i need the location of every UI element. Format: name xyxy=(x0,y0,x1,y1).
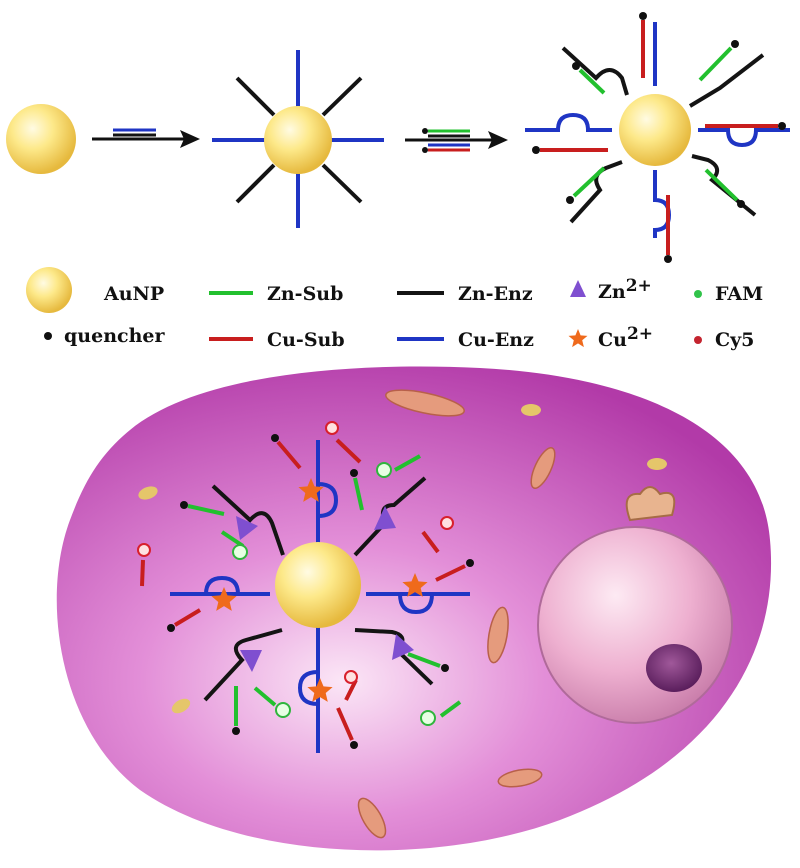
legend-zn-sub: Zn-Sub xyxy=(209,283,343,305)
legend-cu-enz: Cu-Enz xyxy=(397,329,534,351)
vesicles xyxy=(138,404,667,714)
legend-zn-enz-label: Zn-Enz xyxy=(458,283,533,305)
legend-quencher-label: quencher xyxy=(64,325,165,347)
legend: AuNP quencher Zn-Sub Cu-Sub Zn-Enz Cu-En… xyxy=(26,267,763,351)
cu-ions xyxy=(211,478,428,702)
cell-illustration xyxy=(56,366,772,851)
legend-cy5: Cy5 xyxy=(694,329,754,351)
legend-zn-enz: Zn-Enz xyxy=(397,283,533,305)
legend-cu-ion-label: Cu xyxy=(598,329,627,351)
legend-cu-enz-label: Cu-Enz xyxy=(458,329,534,351)
arrow-step-2 xyxy=(405,128,508,153)
fluorescence-bursts xyxy=(137,421,454,726)
synthesis-scheme xyxy=(6,12,790,263)
aunp-bare xyxy=(6,104,76,174)
aunp-with-enzymes xyxy=(212,50,384,228)
legend-zn-ion-label: Zn xyxy=(598,281,626,303)
intracellular-nanoprobe xyxy=(137,421,474,753)
legend-cy5-label: Cy5 xyxy=(715,329,754,351)
legend-cu-sub-label: Cu-Sub xyxy=(267,329,345,351)
legend-zn-sub-label: Zn-Sub xyxy=(267,283,343,305)
zn-ions xyxy=(236,506,414,672)
mitochondria xyxy=(357,389,556,839)
nucleus xyxy=(537,486,733,724)
legend-zn-ion: Zn2+ xyxy=(570,276,652,303)
arrow-step-1 xyxy=(92,128,200,148)
legend-aunp-label: AuNP xyxy=(103,283,164,305)
legend-quencher: quencher xyxy=(44,325,165,347)
legend-zn-ion-charge: 2+ xyxy=(626,276,652,296)
legend-fam: FAM xyxy=(694,283,763,305)
legend-cu-ion: Cu2+ xyxy=(568,324,653,351)
legend-cu-sub: Cu-Sub xyxy=(209,329,345,351)
legend-cu-ion-charge: 2+ xyxy=(627,324,653,344)
svg-text:Cu2+: Cu2+ xyxy=(598,324,653,351)
legend-fam-label: FAM xyxy=(715,283,763,305)
assembled-nanoprobe xyxy=(525,12,790,263)
legend-aunp: AuNP xyxy=(26,267,164,313)
svg-text:Zn2+: Zn2+ xyxy=(598,276,652,303)
